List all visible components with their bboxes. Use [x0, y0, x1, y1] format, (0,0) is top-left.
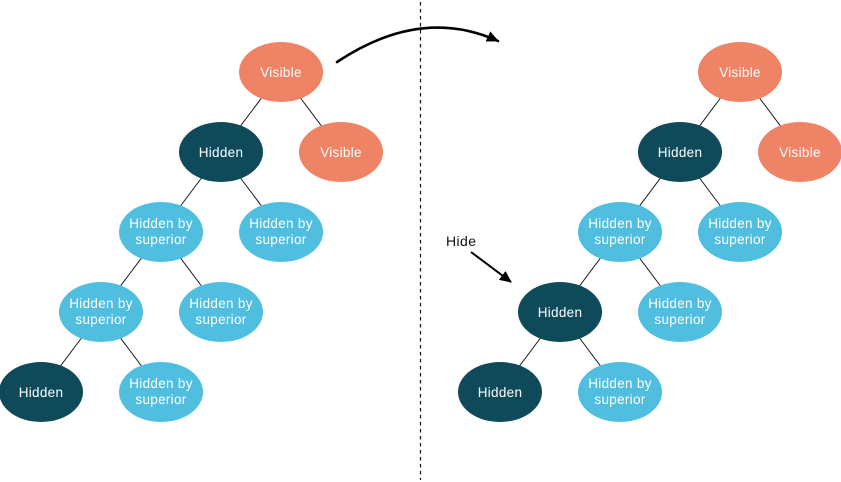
- node-label: Visible: [779, 145, 821, 160]
- node-label: Hidden: [478, 385, 523, 400]
- transform-arrow: [335, 26, 500, 64]
- tree-node-visible-l2: Visible: [758, 122, 841, 182]
- node-ellipse-hidden: [179, 122, 263, 182]
- node-ellipse-visible: [299, 122, 383, 182]
- node-ellipse-hidden_by_superior: [59, 282, 143, 342]
- node-label: Hidden: [538, 305, 583, 320]
- node-label: Hidden: [658, 145, 703, 160]
- node-label: Visible: [719, 65, 761, 80]
- node-ellipse-hidden_by_superior: [638, 282, 722, 342]
- tree-node-root-visible: Visible: [239, 42, 323, 102]
- tree-node-hidden-l5: Hidden: [458, 362, 542, 422]
- node-ellipse-visible: [758, 122, 841, 182]
- node-ellipse-hidden: [458, 362, 542, 422]
- node-ellipse-hidden_by_superior: [578, 362, 662, 422]
- node-label: Visible: [320, 145, 362, 160]
- node-ellipse-hidden_by_superior: [119, 202, 203, 262]
- node-ellipse-hidden: [518, 282, 602, 342]
- node-label: Hidden: [19, 385, 64, 400]
- tree-node-hidden-l4-target: Hidden: [518, 282, 602, 342]
- tree-node-visible-l2: Visible: [299, 122, 383, 182]
- tree-node-hidden-l2: Hidden: [638, 122, 722, 182]
- tree-node-hidden-l5: Hidden: [0, 362, 83, 422]
- node-ellipse-hidden: [0, 362, 83, 422]
- node-ellipse-hidden_by_superior: [239, 202, 323, 262]
- node-ellipse-hidden_by_superior: [698, 202, 782, 262]
- hide-arrow: [470, 251, 512, 283]
- node-label: Hidden: [199, 145, 244, 160]
- node-ellipse-visible: [239, 42, 323, 102]
- hide-annotation: Hide: [446, 233, 512, 283]
- node-ellipse-hidden_by_superior: [119, 362, 203, 422]
- hide-label: Hide: [446, 233, 476, 249]
- node-ellipse-visible: [698, 42, 782, 102]
- node-ellipse-hidden_by_superior: [578, 202, 662, 262]
- node-label: Visible: [260, 65, 302, 80]
- node-ellipse-hidden: [638, 122, 722, 182]
- node-ellipse-hidden_by_superior: [179, 282, 263, 342]
- tree-node-hidden-l2: Hidden: [179, 122, 263, 182]
- tree-node-root-visible: Visible: [698, 42, 782, 102]
